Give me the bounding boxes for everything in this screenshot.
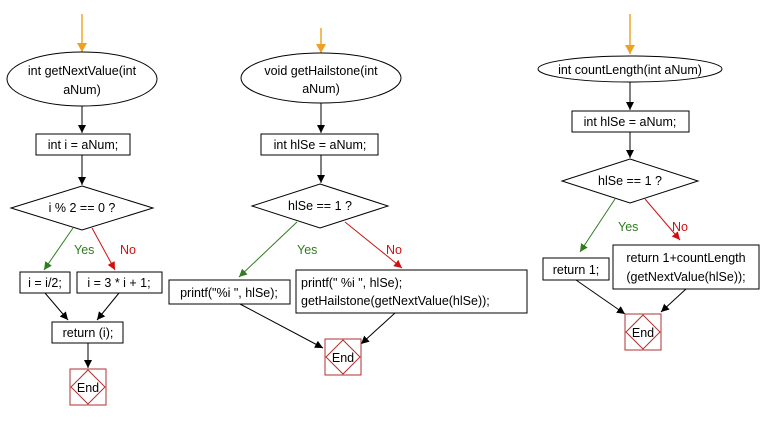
no-label: No xyxy=(386,243,402,257)
init-process-node xyxy=(260,133,379,156)
end-node xyxy=(624,313,662,351)
no-action-text: (getNextValue(hlSe)); xyxy=(626,270,745,284)
no-action-node xyxy=(295,269,528,314)
end-node xyxy=(69,368,107,406)
yes-label: Yes xyxy=(297,243,317,257)
merge-arrow xyxy=(96,292,120,321)
yes-action-text: return 1; xyxy=(553,263,600,277)
entry-text: int getNextValue(int xyxy=(28,64,137,78)
merge-arrow xyxy=(360,312,396,345)
no-branch-arrow xyxy=(644,198,681,241)
end-text: End xyxy=(332,351,354,365)
yes-label: Yes xyxy=(74,243,94,257)
decision-node xyxy=(250,183,390,229)
no-action-node xyxy=(76,271,163,294)
decision-text: i % 2 == 0 ? xyxy=(49,201,116,215)
no-action-text: printf(" %i ", hlSe); xyxy=(301,276,402,290)
init-text: int i = aNum; xyxy=(48,138,119,152)
no-branch-arrow xyxy=(91,227,116,271)
no-action-text: return 1+countLength xyxy=(626,251,745,265)
entry-text: aNum) xyxy=(63,83,101,97)
end-text: End xyxy=(77,381,99,395)
decision-node xyxy=(560,158,700,204)
init-text: int hlSe = aNum; xyxy=(584,115,677,129)
end-text: End xyxy=(632,326,654,340)
end-node xyxy=(324,338,362,376)
flowchart-countlength: int countLength(int aNum) int hlSe = aNu… xyxy=(537,14,760,351)
init-process-node xyxy=(35,133,131,156)
merge-arrow xyxy=(44,292,69,321)
entry-text: void getHailstone(int xyxy=(264,64,378,78)
no-label: No xyxy=(120,243,136,257)
return-text: return (i); xyxy=(63,326,114,340)
no-label: No xyxy=(672,220,688,234)
merge-arrow xyxy=(575,279,626,315)
decision-text: hlSe == 1 ? xyxy=(288,199,352,213)
flowchart-getnextvalue: int getNextValue(int aNum) int i = aNum;… xyxy=(6,14,163,406)
decision-node xyxy=(9,185,155,231)
decision-text: hlSe == 1 ? xyxy=(598,174,662,188)
no-action-text: getHailstone(getNextValue(hlSe)); xyxy=(301,294,490,308)
yes-action-text: printf("%i ", hlSe); xyxy=(180,286,278,300)
init-text: int hlSe = aNum; xyxy=(274,138,367,152)
entry-node xyxy=(6,51,158,107)
yes-action-text: i = i/2; xyxy=(28,276,62,290)
yes-action-node xyxy=(168,279,291,305)
yes-branch-arrow xyxy=(579,198,616,253)
yes-label: Yes xyxy=(618,220,638,234)
no-action-text: i = 3 * i + 1; xyxy=(87,276,150,290)
yes-branch-arrow xyxy=(43,227,74,271)
merge-arrow xyxy=(239,303,324,349)
flowchart-gethailstone: void getHailstone(int aNum) int hlSe = a… xyxy=(168,28,528,376)
no-action-node xyxy=(612,244,760,290)
no-branch-arrow xyxy=(344,221,403,269)
entry-text: int countLength(int aNum) xyxy=(558,63,702,77)
yes-branch-arrow xyxy=(238,221,298,278)
merge-arrow xyxy=(660,288,687,313)
entry-text: aNum) xyxy=(302,82,340,96)
